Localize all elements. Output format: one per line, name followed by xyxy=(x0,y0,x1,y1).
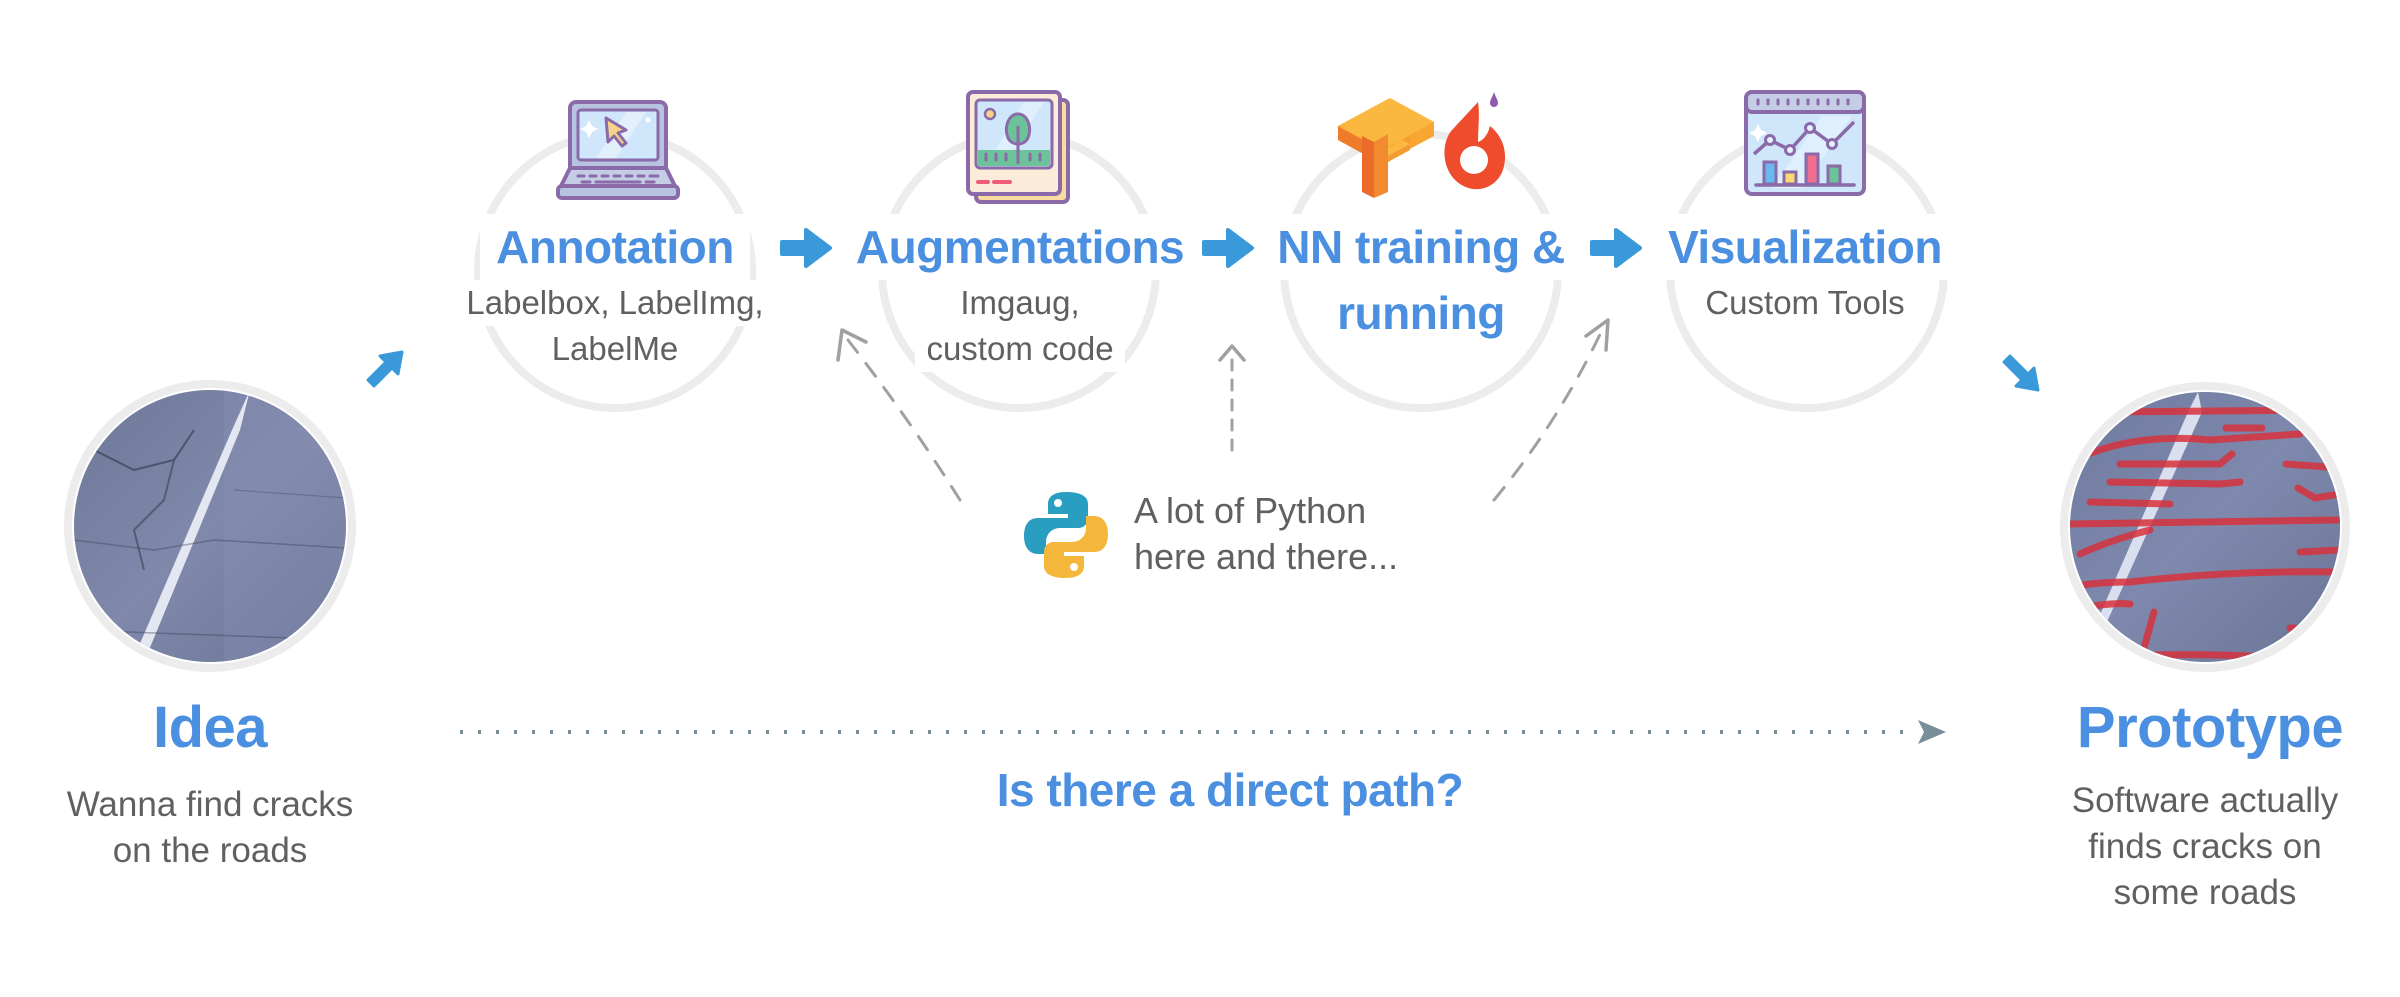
prototype-photo-ring xyxy=(2060,382,2350,672)
nn-training-title-line-1: NN training & xyxy=(1266,214,1576,280)
annotation-title: Annotation xyxy=(480,214,750,280)
arrow-right-icon xyxy=(1200,226,1256,270)
dashboard-chart-icon xyxy=(1742,88,1868,198)
dashed-arrow-to-nn-training xyxy=(1492,324,1606,502)
arrow-right-icon xyxy=(778,226,834,270)
pytorch-logo-icon xyxy=(1440,88,1510,198)
visualization-title: Visualization xyxy=(1660,214,1950,280)
arrowhead-augmentations xyxy=(1218,344,1246,362)
arrow-right-icon xyxy=(1588,226,1644,270)
arrow-down-right-icon xyxy=(1996,348,2046,398)
augmentations-title: Augmentations xyxy=(840,214,1200,280)
augmentations-subtitle-line-1: Imgaug, xyxy=(960,284,1080,321)
idea-subtitle-line-2: on the roads xyxy=(112,831,308,870)
arrowhead-annotation xyxy=(836,328,868,362)
python-note-line-2: here and there... xyxy=(1134,536,1399,577)
photo-stack-icon xyxy=(964,88,1074,208)
prototype-subtitle-line-3: some roads xyxy=(2113,873,2297,912)
direct-path-dotted-line xyxy=(460,720,1946,744)
idea-photo-ring xyxy=(64,380,356,672)
dashed-arrow-to-annotation xyxy=(846,338,962,502)
prototype-subtitle-line-1: Software actually xyxy=(2071,781,2339,820)
direct-path-question: Is there a direct path? xyxy=(996,764,1464,816)
arrow-up-right-icon xyxy=(360,340,410,390)
visualization-subtitle-line-1: Custom Tools xyxy=(1705,284,1905,321)
idea-title: Idea xyxy=(152,695,268,760)
annotation-subtitle-line-2: LabelMe xyxy=(551,330,679,367)
tensorflow-logo-icon xyxy=(1330,88,1440,198)
prototype-subtitle-line-2: finds cracks on xyxy=(2088,827,2322,866)
prototype-road-photo xyxy=(2070,392,2340,662)
nn-training-title-line-2: running xyxy=(1337,287,1505,339)
annotation-subtitle-line-1: Labelbox, LabelImg, xyxy=(455,280,775,326)
python-icon xyxy=(1022,490,1110,580)
direct-path-arrowhead xyxy=(1918,720,1946,744)
laptop-icon xyxy=(556,98,680,202)
prototype-title: Prototype xyxy=(2076,695,2344,760)
arrowhead-nn-training xyxy=(1584,318,1610,352)
idea-subtitle-line-1: Wanna find cracks xyxy=(66,785,354,824)
python-note-line-1: A lot of Python xyxy=(1134,490,1367,531)
idea-road-photo xyxy=(74,390,346,662)
augmentations-subtitle-line-2: custom code xyxy=(915,326,1125,372)
